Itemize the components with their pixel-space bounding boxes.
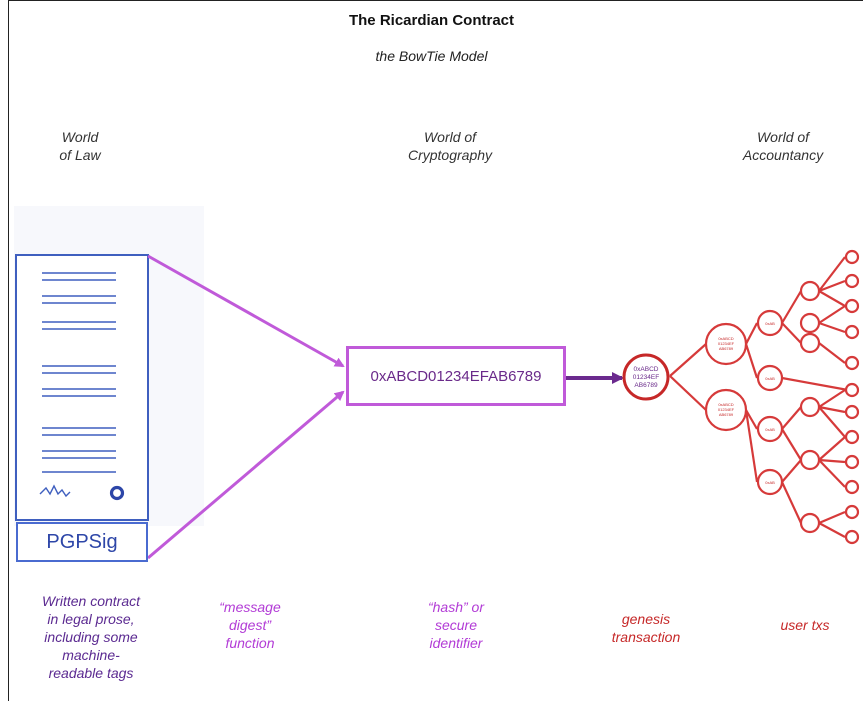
genesis-label-line1: 0xABCD — [634, 366, 659, 373]
tx-node — [704, 388, 748, 432]
world-crypto-line2: Cryptography — [407, 147, 493, 163]
user-tx-node — [844, 298, 860, 314]
caption-hash-identifier: “hash” or secure identifier — [396, 598, 516, 652]
tx-node — [799, 332, 821, 354]
tx-node — [756, 468, 784, 496]
tx-node — [799, 396, 821, 418]
diagram-frame — [8, 0, 863, 701]
tx-node — [799, 449, 821, 471]
tx-tiny-label: 0xAB — [765, 480, 775, 485]
caption-message-digest: “message digest” function — [190, 598, 310, 652]
caption-written-contract: Written contract in legal prose, includi… — [16, 592, 166, 682]
hash-box: 0xABCD01234EFAB6789 — [346, 346, 566, 406]
tx-node — [799, 512, 821, 534]
caption-line: Written contract — [41, 593, 141, 609]
user-tx-node — [844, 454, 860, 470]
genesis-label-line2: 01234EF — [633, 374, 659, 381]
caption-genesis-transaction: genesis transaction — [586, 610, 706, 646]
tx-label-line1: 0xABCD — [718, 336, 733, 341]
caption-line: genesis — [621, 611, 671, 627]
tx-node — [756, 364, 784, 392]
tx-tiny-label: 0xAB — [765, 321, 775, 326]
tx-node — [756, 415, 784, 443]
caption-line: transaction — [611, 629, 681, 645]
caption-line: in legal prose, — [47, 611, 135, 627]
world-of-law-label: World of Law — [40, 128, 120, 164]
digest-arrow-from-document — [147, 254, 345, 368]
world-law-line2: of Law — [59, 147, 101, 163]
tx-tiny-label: 0xAB — [765, 427, 775, 432]
world-crypto-line1: World of — [423, 129, 477, 145]
world-acct-line2: Accountancy — [742, 147, 824, 163]
caption-line: user txs — [780, 617, 830, 633]
caption-line: digest” — [228, 617, 272, 633]
pgp-signature-box: PGPSig — [16, 522, 148, 562]
user-tx-node — [844, 324, 860, 340]
seal-icon — [109, 485, 125, 501]
world-acct-line1: World of — [756, 129, 810, 145]
transaction-tree-edges — [669, 256, 849, 538]
user-tx-node — [844, 429, 860, 445]
caption-user-txs: user txs — [760, 616, 850, 634]
caption-line: identifier — [429, 635, 483, 651]
tx-node — [799, 280, 821, 302]
signature-icon — [39, 484, 71, 498]
caption-line: “hash” or — [427, 599, 485, 615]
world-law-line1: World — [61, 129, 99, 145]
world-of-accountancy-label: World of Accountancy — [718, 128, 848, 164]
tx-label-line2: 01234EF — [718, 341, 735, 346]
transaction-tree-nodes — [622, 249, 860, 545]
digest-arrow-from-signature — [147, 390, 345, 560]
tx-tiny-label: 0xAB — [765, 376, 775, 381]
tx-label-line1: 0xABCD — [718, 402, 733, 407]
node-labels: 0xABCD 01234EF AB6789 0xABCD 01234EF AB6… — [633, 321, 775, 485]
tx-node — [756, 309, 784, 337]
genesis-node — [622, 353, 670, 401]
caption-line: secure — [434, 617, 478, 633]
diagram-title: The Ricardian Contract — [348, 12, 515, 29]
user-tx-node — [844, 355, 860, 371]
tx-node — [799, 312, 821, 334]
tx-label-line2: 01234EF — [718, 407, 735, 412]
caption-line: readable tags — [48, 665, 134, 681]
user-tx-node — [844, 529, 860, 545]
caption-line: “message — [219, 599, 281, 615]
diagram-subtitle: the BowTie Model — [375, 48, 488, 64]
tx-label-line3: AB6789 — [719, 346, 734, 351]
document-text-lines — [42, 272, 116, 473]
tx-node — [704, 322, 748, 366]
user-tx-node — [844, 504, 860, 520]
user-tx-node — [844, 249, 860, 265]
world-of-cryptography-label: World of Cryptography — [380, 128, 520, 164]
user-tx-node — [844, 404, 860, 420]
caption-line: machine- — [62, 647, 120, 663]
tx-label-line3: AB6789 — [719, 412, 734, 417]
contract-document — [15, 254, 149, 521]
genesis-label-line3: AB6789 — [634, 382, 658, 389]
user-tx-node — [844, 382, 860, 398]
caption-line: function — [225, 635, 275, 651]
user-tx-node — [844, 273, 860, 289]
caption-line: including some — [44, 629, 138, 645]
user-tx-node — [844, 479, 860, 495]
